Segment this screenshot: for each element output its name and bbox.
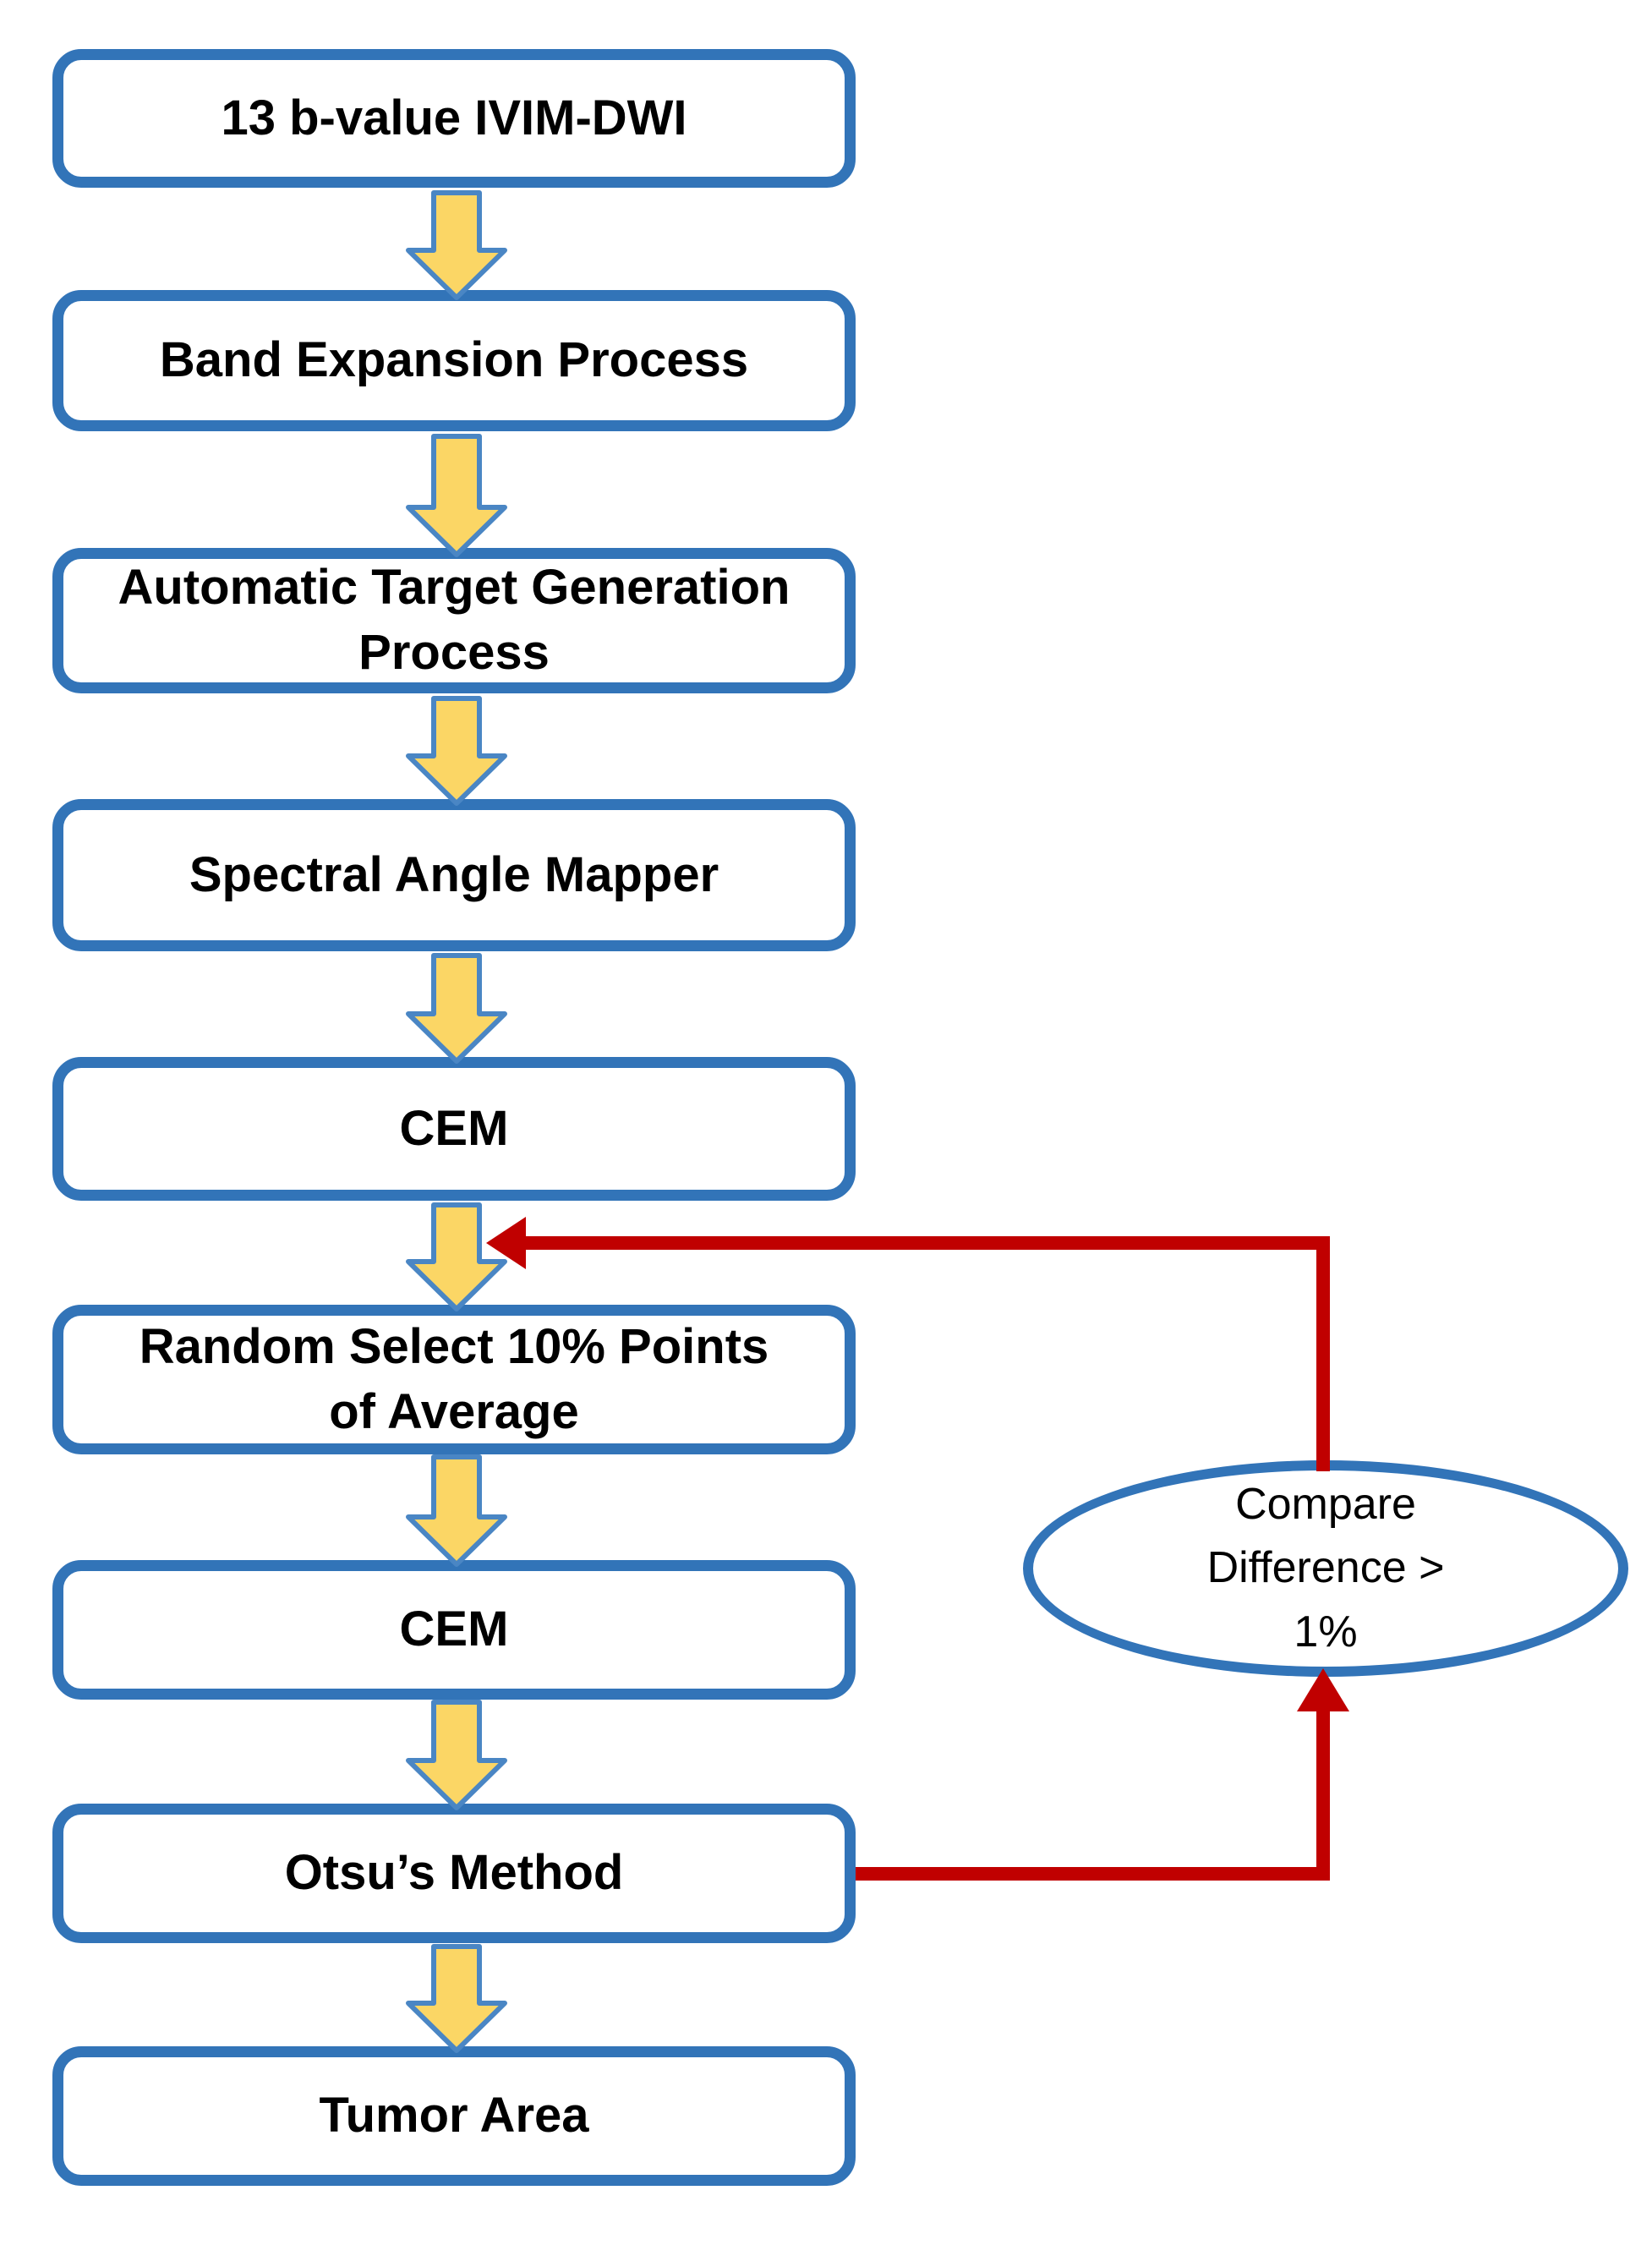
down-arrow-icon-8 <box>406 1944 507 2053</box>
down-arrow-icon-2 <box>406 434 507 557</box>
box-ivim-dwi: 13 b-value IVIM-DWI <box>52 49 856 188</box>
down-arrow-icon-5 <box>406 1202 507 1311</box>
down-arrow-icon-4 <box>406 953 507 1064</box>
decision-ellipse-compare-difference: Compare Difference > 1% <box>1023 1460 1628 1677</box>
down-arrow-icon-7 <box>406 1700 507 1810</box>
box-spectral-angle-mapper: Spectral Angle Mapper <box>52 799 856 951</box>
box-band-expansion-process: Band Expansion Process <box>52 290 856 431</box>
box-cem-1: CEM <box>52 1057 856 1201</box>
box-automatic-target-generation-process: Automatic Target Generation Process <box>52 548 856 693</box>
down-arrow-icon-6 <box>406 1454 507 1567</box>
feedback-line-bottom <box>856 1710 1330 1881</box>
box-cem-2: CEM <box>52 1560 856 1700</box>
box-otsu-method: Otsu’s Method <box>52 1804 856 1943</box>
feedback-arrowhead-left-icon <box>486 1217 526 1269</box>
box-random-select-points: Random Select 10% Points of Average <box>52 1305 856 1454</box>
down-arrow-icon-1 <box>406 190 507 300</box>
down-arrow-icon-3 <box>406 696 507 806</box>
box-tumor-area: Tumor Area <box>52 2046 856 2186</box>
